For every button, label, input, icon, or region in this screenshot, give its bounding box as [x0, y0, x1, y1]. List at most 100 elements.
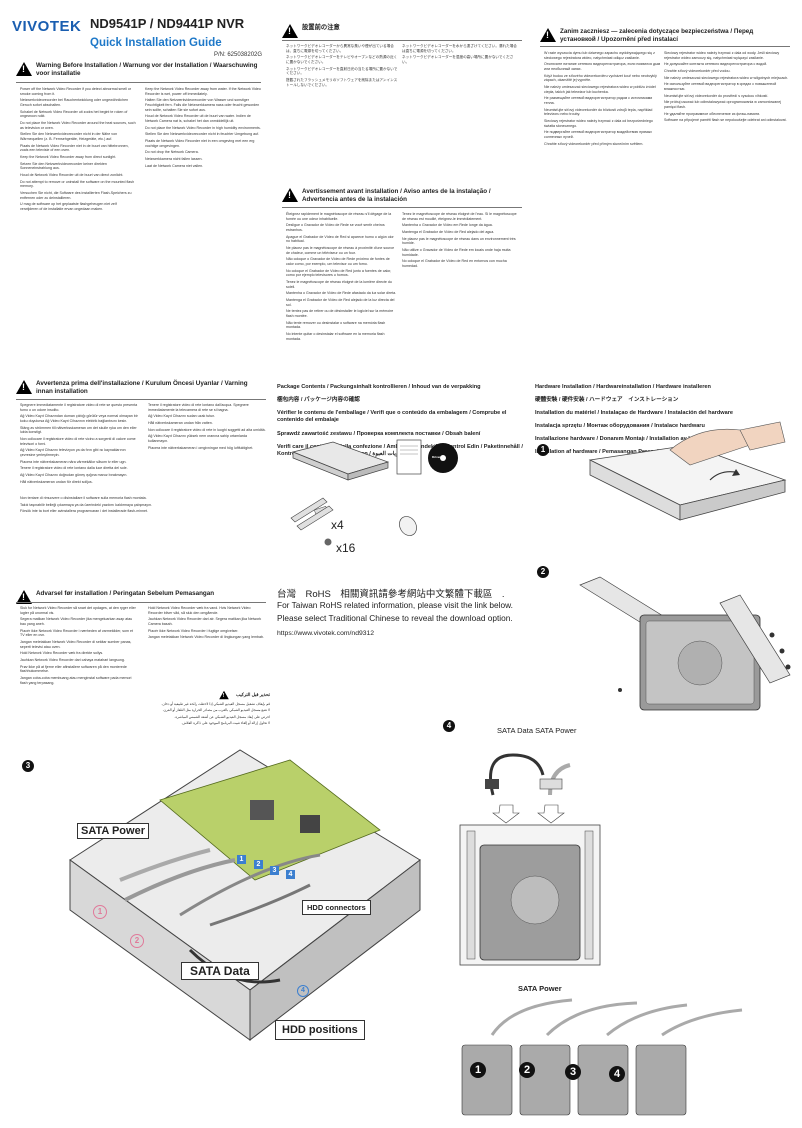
warning-icon — [16, 380, 32, 394]
paragraph: Не размещайте сетевой видеорегистратор р… — [544, 96, 653, 106]
warning-icon — [540, 28, 556, 42]
paragraph: Tenere il registratore video di rete lon… — [148, 403, 249, 412]
hdd-port-3: 3 — [270, 866, 279, 875]
paragraph: Neumisťujte síťový videorekordér do blíz… — [544, 107, 653, 117]
paragraph: Sprawdź zawartość zestawu / Проверка ком… — [277, 430, 481, 437]
rohs-chinese: 台灣 RoHS 相關資訊請參考網站中文繁體下載區 . — [277, 589, 505, 600]
sata-data-callout: SATA Data — [181, 962, 259, 980]
paragraph: Takılı taşınabilir belleği çıkarmaya ya … — [20, 502, 153, 507]
bracket-icon — [290, 497, 334, 531]
paragraph: Ne tentez pas de retirer ou de désinstal… — [286, 309, 394, 319]
paragraph: Schakel de Network Video Recorder uit zo… — [20, 109, 128, 119]
part-number: P/N: 625038202G — [214, 52, 263, 58]
paragraph: Не используйте сетевой видеорегистратор … — [664, 82, 777, 92]
warning-jp-col1: ネットワークビデオレコーダーから異常な臭いや煙が出ている場合は、直ちに電源を切っ… — [286, 44, 398, 89]
paragraph: Chraňte síťový videorekordér před přímým… — [544, 141, 644, 146]
hdd-positions-callout: HDD positions — [275, 1020, 365, 1040]
paragraph: Jangan meletakkan Network Video Recorder… — [20, 640, 132, 649]
paragraph: Setzen Sie den Netzwerkvideorecorder kei… — [20, 161, 107, 171]
paragraph: ネットワークビデオレコーダーをテレビやオーブンなどの熱源の近くに置かないでくださ… — [286, 55, 398, 65]
paragraph: Jangan meletakkan Network Video Recorder… — [148, 635, 265, 640]
paragraph: ネットワークビデオレコーダーを水から遠ざけてください。濡れた場合は直ちに電源を切… — [402, 44, 517, 53]
paragraph: Chraňte síťový videorekordér před vodou. — [664, 69, 731, 74]
step-3-illustration — [69, 749, 421, 1042]
cd-label: Drivers — [432, 455, 443, 459]
step-1-number: 1 — [537, 444, 549, 456]
drive-number: 2 — [519, 1062, 535, 1078]
warning-ar-title: تحذير قبل التركيب — [235, 692, 270, 698]
paragraph: Placér ikke Network Video Recorder i fug… — [148, 628, 239, 633]
sata-power-callout: SATA Power — [77, 823, 149, 839]
step-1-illustration — [588, 421, 787, 521]
paragraph: Netzwerkkamera nicht fallen lassen. — [145, 157, 203, 162]
hdd-connectors-callout: HDD connectors — [302, 900, 371, 915]
warning-icon — [16, 590, 32, 604]
paragraph: Não coloque o Gravador de Vídeo de Rede … — [286, 257, 390, 267]
sata-data-power-label: SATA Data SATA Power — [497, 726, 577, 735]
paragraph: Package Contents / Packungsinhalt kontro… — [277, 383, 481, 390]
warning-fr-col1: Éteignez rapidement le magnétoscope de r… — [286, 212, 398, 343]
paragraph: Nie należy umieszczać sieciowego rejestr… — [664, 75, 789, 80]
warning-icon — [16, 62, 32, 76]
paragraph: Plaats de Network Video Recorder niet in… — [20, 143, 129, 153]
paragraph: لا تحاول إزالة أو إلغاء تثبيت البرنامج ا… — [181, 721, 270, 726]
step-2-illustration — [579, 576, 791, 711]
hdd-bay-2: 2 — [130, 934, 144, 948]
paragraph: 搭載されたフラッシュメモリのソフトウェアを削除またはアンインストールしないでくだ… — [286, 78, 398, 87]
paragraph: Do not drop the Network Camera. — [145, 150, 199, 155]
warning-it-title: Avvertenza prima dell'installazione / Ku… — [36, 380, 248, 395]
paragraph: لا تضع مسجل الفيديو الشبكي بالقرب من مصا… — [162, 708, 270, 713]
paragraph: Hardware Installation / Hardwareinstalla… — [535, 383, 711, 390]
paragraph: Stäng av strömmen till nätverksskameran … — [20, 425, 137, 435]
paragraph: Vérifier le contenu de l'emballage / Ver… — [277, 409, 507, 424]
paragraph: ネットワークビデオレコーダーを湿度の高い場所に置かないでください。 — [402, 55, 514, 65]
paragraph: No coloque el Grabador de Vídeo de Red j… — [286, 268, 392, 278]
warning-jp-header: 設置前の注意 — [282, 24, 522, 38]
paragraph: Nie próbuj usuwać lub odinstalowywać opr… — [664, 100, 782, 110]
paragraph: Не подвергайте сетевой видеорегистратор … — [544, 130, 652, 140]
paragraph: Jauhkan Network Video Recorder dari caha… — [20, 658, 125, 663]
warning-da-header: Advarsel før installation / Peringatan S… — [16, 590, 266, 604]
warning-en-title: Warning Before Installation / Warnung vo… — [36, 62, 258, 77]
warning-it-header: Avvertenza prima dell'installazione / Ku… — [16, 380, 266, 396]
paragraph: Power off the Network Video Recorder if … — [20, 87, 132, 96]
paragraph: قم بإيقاف تشغيل مسجل الفيديو الشبكي إذا … — [161, 702, 270, 706]
step-4-number: 4 — [443, 720, 455, 732]
paragraph: Segera matikan Network Video Recorder ji… — [20, 617, 133, 627]
paragraph: Keep the Network Video Recorder away fro… — [20, 155, 117, 160]
paragraph: ネットワークビデオレコーダーを直射日光の当たる場所に置かないでください。 — [286, 66, 398, 76]
paragraph: Installazione hardware / Donanım Montajı… — [535, 436, 712, 443]
warning-fr-header: Avertissement avant installation / Aviso… — [282, 188, 522, 204]
paragraph: Nie należy umieszczać sieciowego rejestr… — [544, 85, 656, 94]
paragraph: Mantenha o Gravador de Vídeo em Rede lon… — [402, 223, 493, 228]
paragraph: Tenez le magnétoscope de réseau éloigné … — [286, 280, 392, 289]
paragraph: Stellen Sie den Netzwerkvideorecorder ni… — [145, 132, 260, 137]
rohs-english-2: Please select Traditional Chinese to rev… — [277, 613, 513, 623]
paragraph: Plaats de Network Video Recorder niet in… — [145, 139, 255, 148]
paragraph: 硬體安裝 / 硬件安装 / ハードウェア インストレーション — [535, 396, 679, 403]
rohs-url[interactable]: https://www.vivotek.com/nd9312 — [277, 630, 375, 637]
paragraph: Tenere il registratore video di rete lon… — [20, 466, 128, 471]
nvr-unit-icon — [291, 441, 390, 481]
screw-qty: x16 — [336, 541, 356, 555]
warning-da-col2: Hold Network Video Recorder væk fra vand… — [148, 606, 266, 642]
paragraph: Installation du matériel / Instalaçao de… — [535, 409, 734, 416]
warning-fr-col2: Tenez le magnétoscope de réseau éloigné … — [402, 212, 520, 271]
drive-number: 1 — [470, 1062, 486, 1078]
paragraph: Sieciowy rejestrator wideo należy trzyma… — [664, 51, 780, 60]
package-contents-illustration — [290, 439, 458, 546]
paragraph: U mag de software op het geplaatste flas… — [20, 202, 117, 212]
paragraph: Ağ Video Kayıt Cihazını televizyon ya da… — [20, 448, 126, 458]
paragraph: Do not place the Network Video Recorder … — [20, 121, 136, 130]
screw-icon — [324, 538, 332, 546]
warning-pl-header: Zanim zaczniesz — zalecenia dotyczące be… — [540, 28, 790, 44]
paragraph: Ağ Video Kayıt Cihazından duman çıktığı … — [20, 414, 138, 424]
paragraph: Tenez le magnétoscope de réseau éloigné … — [402, 212, 517, 221]
drive-number: 3 — [565, 1064, 581, 1080]
warning-jp-col2: ネットワークビデオレコーダーを水から遠ざけてください。濡れた場合は直ちに電源を切… — [402, 44, 520, 67]
paragraph: Hold Network Video Recorder væk fra vand… — [148, 606, 251, 615]
paragraph: Éteignez rapidement le magnétoscope de r… — [286, 212, 392, 221]
warning-it-foot: Non tentare di rimuovere o disinstallare… — [20, 496, 265, 516]
paragraph: Ağ Video Kayıt Cihazını doğrudan güneş ı… — [20, 473, 128, 478]
paragraph: Sluk for Network Video Recorder så snart… — [20, 606, 136, 615]
